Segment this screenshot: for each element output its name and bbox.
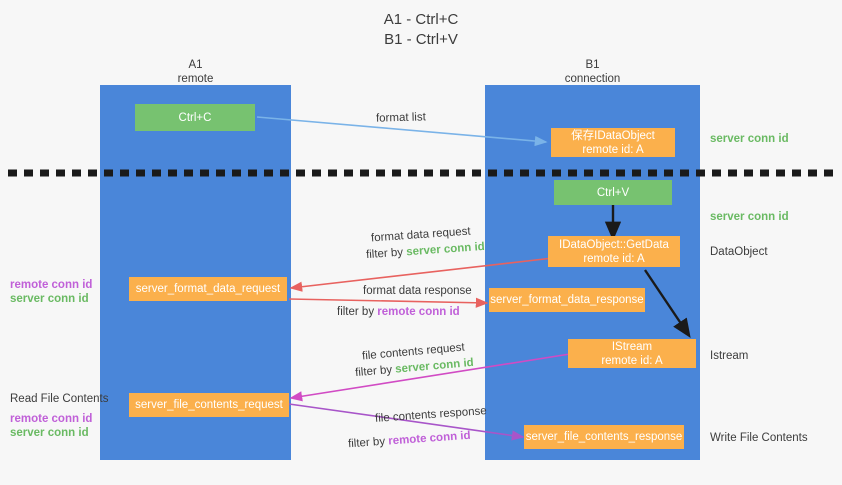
annotation-filter-by-2-prefix: filter by bbox=[337, 306, 378, 318]
right-label-server-conn-id-2: server conn id bbox=[710, 211, 789, 223]
box-server-format-data-response[interactable]: server_format_data_response bbox=[489, 288, 645, 312]
left-label-remote-conn-id-1: remote conn id bbox=[10, 279, 93, 291]
box-istream-line2: remote id: A bbox=[601, 354, 663, 367]
box-getdata-line2: remote id: A bbox=[583, 252, 645, 265]
right-label-istream: Istream bbox=[710, 350, 749, 362]
box-server-file-contents-request-label: server_file_contents_request bbox=[135, 399, 283, 411]
annotation-format-data-response: format data response bbox=[363, 284, 472, 299]
box-istream[interactable]: IStream remote id: A bbox=[568, 339, 696, 368]
right-label-dataobject: DataObject bbox=[710, 246, 768, 258]
annotation-filter-by-4: filter by remote conn id bbox=[348, 429, 471, 453]
box-save-idataobject[interactable]: 保存IDataObject remote id: A bbox=[551, 128, 675, 157]
box-ctrl-v-label: Ctrl+V bbox=[596, 186, 630, 199]
right-label-write-file-contents: Write File Contents bbox=[710, 432, 808, 444]
annotation-file-contents-response: file contents response bbox=[375, 404, 488, 427]
box-istream-line1: IStream bbox=[611, 340, 653, 353]
annotation-format-data-response-text: format data response bbox=[363, 285, 472, 297]
box-server-file-contents-response-label: server_file_contents_response bbox=[525, 431, 683, 443]
box-server-format-data-response-label: server_format_data_response bbox=[490, 294, 644, 306]
lane-a1-name: A1 bbox=[188, 59, 203, 71]
box-server-format-data-request-label: server_format_data_request bbox=[135, 283, 281, 295]
arrow-format-data-response bbox=[288, 297, 489, 308]
annotation-filter-by-3-prefix: filter by bbox=[354, 363, 396, 380]
lane-a1-sub: remote bbox=[177, 73, 214, 85]
annotation-filter-by-4-prefix: filter by bbox=[347, 435, 389, 451]
left-label-server-conn-id-1: server conn id bbox=[10, 293, 89, 305]
right-label-server-conn-id-1: server conn id bbox=[710, 133, 789, 145]
box-save-idataobject-line2: remote id: A bbox=[582, 143, 644, 156]
lane-a1-header: A1 remote bbox=[100, 58, 291, 86]
annotation-file-contents-response-text: file contents response bbox=[374, 405, 488, 425]
title-line-1: A1 - Ctrl+C bbox=[383, 11, 459, 28]
box-ctrl-v[interactable]: Ctrl+V bbox=[554, 180, 672, 205]
box-save-idataobject-line1: 保存IDataObject bbox=[571, 129, 655, 142]
left-label-remote-conn-id-2: remote conn id bbox=[10, 413, 93, 425]
box-server-format-data-request[interactable]: server_format_data_request bbox=[129, 277, 287, 301]
box-ctrl-c[interactable]: Ctrl+C bbox=[135, 104, 255, 131]
annotation-filter-by-2-value: remote conn id bbox=[377, 306, 460, 318]
box-getdata-line1: IDataObject::GetData bbox=[559, 238, 669, 251]
left-label-server-conn-id-2: server conn id bbox=[10, 427, 89, 439]
lane-b1-header: B1 connection bbox=[485, 58, 700, 86]
page-title: A1 - Ctrl+C B1 - Ctrl+V bbox=[0, 10, 842, 50]
lane-b1-name: B1 bbox=[585, 59, 600, 71]
annotation-format-list-text: format list bbox=[375, 111, 426, 125]
annotation-filter-by-2: filter by remote conn id bbox=[337, 305, 460, 320]
title-line-2: B1 - Ctrl+V bbox=[384, 31, 458, 48]
annotation-filter-by-1-value: server conn id bbox=[405, 240, 486, 259]
box-server-file-contents-request[interactable]: server_file_contents_request bbox=[129, 393, 289, 417]
left-label-read-file-contents: Read File Contents bbox=[10, 393, 109, 405]
box-ctrl-c-label: Ctrl+C bbox=[178, 111, 212, 124]
lane-b1-sub: connection bbox=[564, 73, 621, 85]
annotation-format-list: format list bbox=[376, 110, 426, 126]
box-server-file-contents-response[interactable]: server_file_contents_response bbox=[524, 425, 684, 449]
box-getdata[interactable]: IDataObject::GetData remote id: A bbox=[548, 236, 680, 267]
annotation-filter-by-1-prefix: filter by bbox=[365, 246, 407, 262]
annotation-filter-by-4-value: remote conn id bbox=[387, 429, 471, 448]
